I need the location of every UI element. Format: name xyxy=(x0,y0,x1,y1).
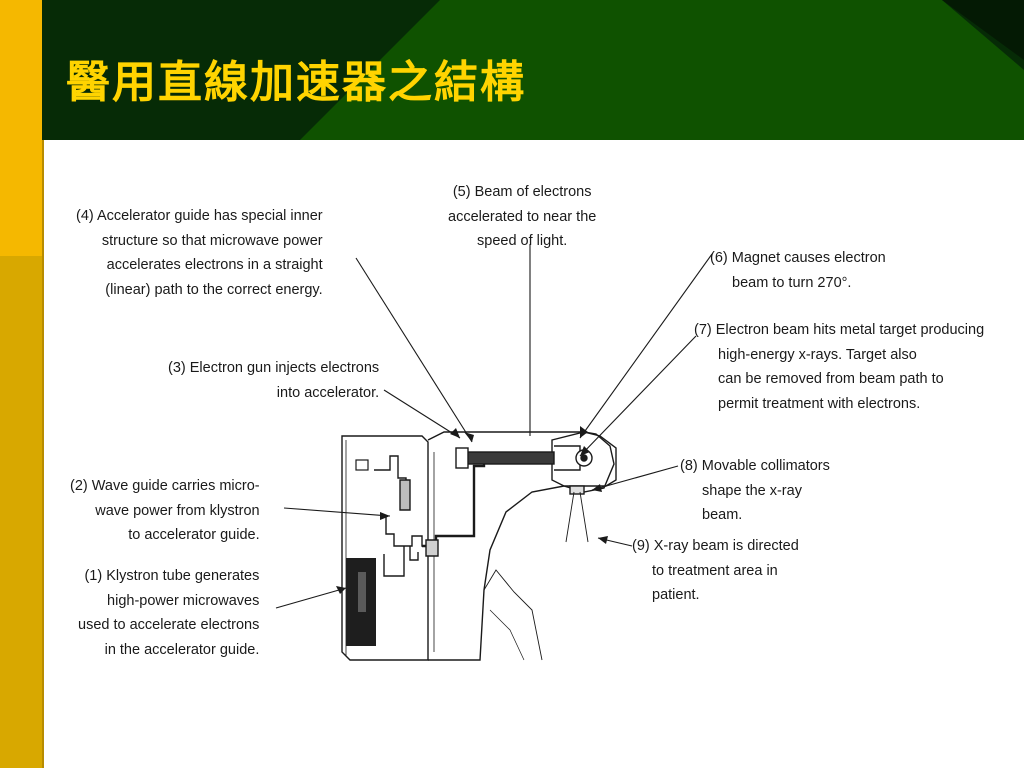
leader-1 xyxy=(275,587,347,609)
diagram-area: (4) Accelerator guide has special inner … xyxy=(44,140,1024,768)
waveguide-upper xyxy=(374,455,407,500)
collimator xyxy=(569,485,585,495)
callout-1-klystron: (1) Klystron tube generates high-power m… xyxy=(78,568,260,658)
callout-4-accelerator-guide: (4) Accelerator guide has special inner … xyxy=(76,208,323,298)
sidebar-accent-top xyxy=(0,0,42,256)
waveguide-to-accelerator xyxy=(422,452,486,548)
sidebar-accent-bottom xyxy=(0,256,42,768)
linac-diagram xyxy=(275,244,713,661)
leader-7 xyxy=(579,335,697,457)
leader-3 xyxy=(383,389,461,439)
callout-5-beam-of-electrons: (5) Beam of electrons accelerated to nea… xyxy=(448,184,597,249)
callout-9-x-ray-beam: (9) X-ray beam is directed to treatment … xyxy=(632,538,799,603)
sidebar-divider xyxy=(42,140,44,768)
leader-8 xyxy=(591,465,679,491)
header-banner xyxy=(42,0,1024,140)
leader-2 xyxy=(283,507,391,517)
leader-4 xyxy=(355,257,473,443)
callout-8-collimators: (8) Movable collimators shape the x-ray … xyxy=(680,458,830,523)
waveguide-mid xyxy=(385,516,426,547)
callout-6-magnet: (6) Magnet causes electron beam to turn … xyxy=(710,250,886,291)
callout-2-wave-guide: (2) Wave guide carries micro- wave power… xyxy=(70,478,260,543)
callout-3-electron-gun: (3) Electron gun injects electrons into … xyxy=(168,360,380,401)
leader-6 xyxy=(579,253,713,439)
accelerator-guide xyxy=(463,451,555,465)
x-ray-beam xyxy=(565,491,589,543)
page-title: 醫用直線加速器之結構 xyxy=(66,57,526,108)
callout-7-metal-target: (7) Electron beam hits metal target prod… xyxy=(694,322,985,412)
